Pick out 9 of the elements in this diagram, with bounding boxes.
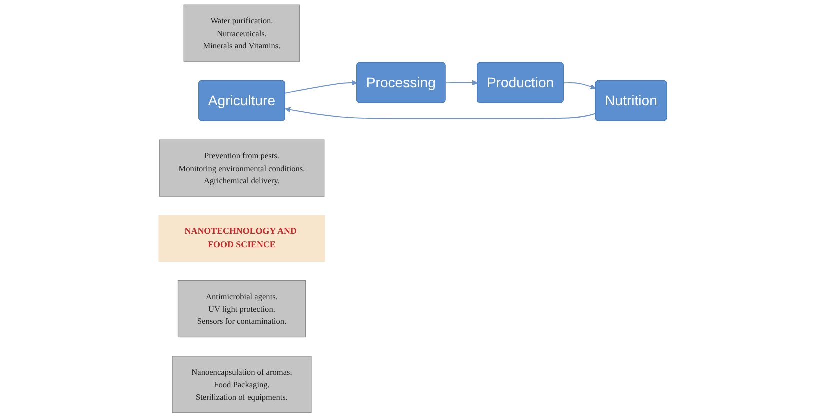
arrow	[445, 80, 478, 86]
arrow	[285, 107, 596, 120]
node-box: Antimicrobial agents. UV light protection. Sensors for contamination.	[178, 280, 306, 338]
arrow	[284, 80, 358, 94]
arrow	[563, 82, 596, 90]
node-box: Water purification. Nutraceuticals. Minerals and Vitamins.	[184, 4, 300, 62]
node-box: Prevention from pests. Monitoring environmental conditions. Agrichemical delivery.	[159, 140, 325, 197]
node-box: NANOTECHNOLOGY AND FOOD SCIENCE	[158, 215, 326, 262]
node-box: Nanoencapsulation of aromas. Food Packaging. Sterilization of equipments.	[172, 356, 312, 414]
